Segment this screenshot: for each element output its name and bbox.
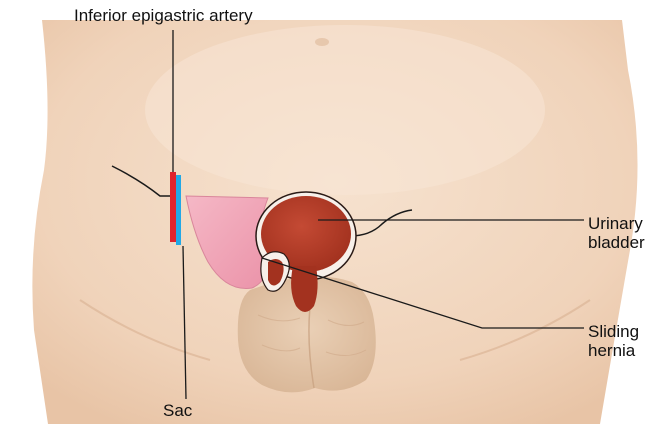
label-urinary-bladder-line2: bladder: [588, 233, 645, 252]
navel: [315, 38, 329, 46]
label-urinary-bladder: Urinary bladder: [588, 214, 645, 252]
label-sliding-hernia-line1: Sliding: [588, 322, 639, 341]
label-sliding-hernia: Sliding hernia: [588, 322, 639, 360]
label-sac: Sac: [163, 401, 192, 420]
label-urinary-bladder-line1: Urinary: [588, 214, 645, 233]
label-sliding-hernia-line2: hernia: [588, 341, 639, 360]
inferior-epigastric-artery: [170, 172, 176, 242]
inferior-epigastric-vein: [176, 175, 181, 245]
belly-shading: [145, 25, 545, 195]
label-inferior-epigastric-artery: Inferior epigastric artery: [74, 6, 253, 25]
